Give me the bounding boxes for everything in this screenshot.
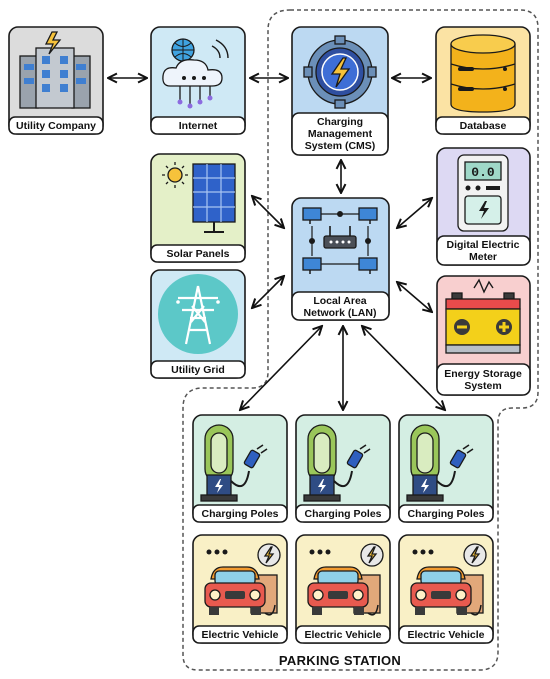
label-energy-storage-line-1: Energy Storage — [444, 368, 522, 380]
label-solar-panels: Solar Panels — [166, 248, 229, 260]
charging-station-icon — [200, 424, 268, 502]
node-utility-grid: Utility Grid — [150, 269, 246, 379]
edge-lan-pole-3 — [362, 326, 445, 410]
charging-station-icon — [303, 424, 371, 502]
node-cms: Charging Management System (CMS) — [291, 26, 389, 156]
label-electric-vehicle-3: Electric Vehicle — [407, 629, 484, 641]
label-electric-vehicle-1: Electric Vehicle — [201, 629, 278, 641]
label-utility-grid: Utility Grid — [171, 364, 225, 376]
transmission-tower-icon — [158, 274, 238, 354]
node-digital-meter: 0.0 Digital Electric Meter — [436, 147, 531, 266]
label-electric-vehicle-2: Electric Vehicle — [304, 629, 381, 641]
edge-meter-lan — [397, 198, 432, 228]
edge-solar-lan — [252, 196, 284, 228]
charging-station-icon — [406, 424, 474, 502]
network-router-icon — [302, 207, 378, 274]
office-building-icon — [19, 31, 91, 109]
node-database: Database — [435, 26, 531, 135]
label-lan-line-2: Network (LAN) — [304, 307, 377, 319]
label-database: Database — [460, 120, 507, 132]
electric-car-icon — [204, 543, 281, 616]
charging-pole-3: Charging Poles — [398, 414, 494, 523]
meter-reading: 0.0 — [471, 165, 495, 180]
label-lan-line-1: Local Area — [313, 295, 366, 307]
edge-storage-lan — [397, 282, 432, 312]
node-solar-panels: Solar Panels — [150, 153, 246, 263]
label-cms-line-2: Management — [308, 128, 373, 140]
label-cms-line-1: Charging — [317, 116, 363, 128]
charging-pole-1: Charging Poles — [192, 414, 288, 523]
label-utility-company: Utility Company — [16, 120, 96, 132]
database-icon — [450, 34, 516, 113]
gear-lightning-icon — [303, 35, 377, 109]
edge-lan-pole-1 — [240, 326, 322, 410]
cloud-network-icon — [162, 38, 229, 109]
node-energy-storage: Energy Storage System — [436, 275, 531, 396]
electric-car-icon — [307, 543, 384, 616]
edge-grid-lan — [252, 276, 284, 308]
connections — [108, 78, 445, 410]
node-lan: Local Area Network (LAN) — [291, 197, 390, 321]
label-digital-meter-line-2: Meter — [469, 251, 497, 263]
label-cms-line-3: System (CMS) — [305, 140, 376, 152]
electric-meter-icon: 0.0 — [457, 154, 509, 232]
parking-station-label: PARKING STATION — [279, 653, 401, 668]
electric-vehicle-1: Electric Vehicle — [192, 534, 288, 644]
label-charging-pole-3: Charging Poles — [407, 508, 484, 520]
electric-vehicle-3: Electric Vehicle — [398, 534, 494, 644]
label-energy-storage-line-2: System — [464, 380, 501, 392]
battery-icon — [445, 278, 521, 354]
electric-car-icon — [410, 543, 487, 616]
label-charging-pole-1: Charging Poles — [201, 508, 278, 520]
node-internet: Internet — [150, 26, 246, 135]
charging-pole-2: Charging Poles — [295, 414, 391, 523]
node-utility-company: Utility Company — [8, 26, 104, 135]
solar-panel-icon — [162, 162, 236, 233]
label-charging-pole-2: Charging Poles — [304, 508, 381, 520]
label-internet: Internet — [179, 120, 218, 132]
electric-vehicle-2: Electric Vehicle — [295, 534, 391, 644]
label-digital-meter-line-1: Digital Electric — [447, 239, 520, 251]
